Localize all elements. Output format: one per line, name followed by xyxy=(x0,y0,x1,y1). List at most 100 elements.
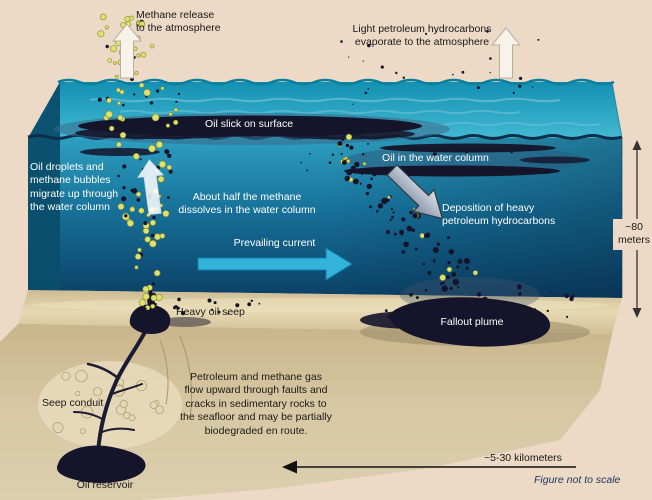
label-oil-droplets: Oil droplets and methane bubbles migrate… xyxy=(30,161,119,214)
oil-droplet xyxy=(442,281,445,285)
oil-droplet xyxy=(395,71,398,75)
oil-droplet xyxy=(346,169,353,176)
oil-droplet xyxy=(406,225,413,232)
oil-droplet xyxy=(300,161,302,164)
oil-droplet xyxy=(519,76,523,80)
oil-droplet xyxy=(348,56,350,58)
methane-bubble xyxy=(134,265,139,270)
label-depth-measure: ~80 meters xyxy=(613,219,652,250)
oil-droplet xyxy=(247,302,252,307)
methane-bubble xyxy=(136,53,141,58)
oil-droplet xyxy=(133,93,136,96)
sediment-crack xyxy=(159,339,169,405)
oil-droplet xyxy=(518,292,522,296)
oil-droplet xyxy=(235,303,240,308)
oil-droplet xyxy=(414,325,417,328)
methane-bubble xyxy=(117,101,121,106)
oil-droplet xyxy=(545,171,549,174)
label-not-to-scale: Figure not to scale xyxy=(534,474,621,486)
methane-bubble xyxy=(151,113,160,122)
oil-droplet xyxy=(386,230,390,234)
oil-droplet xyxy=(168,169,173,174)
methane-bubble xyxy=(114,75,119,79)
oil-droplet xyxy=(520,307,526,313)
oil-droplet xyxy=(412,213,418,219)
oil-droplet xyxy=(386,198,390,202)
oil-droplet xyxy=(362,60,364,62)
distance-dimension xyxy=(282,460,576,474)
oil-droplet xyxy=(152,215,156,220)
oil-droplet xyxy=(139,126,144,131)
oil-droplet xyxy=(402,76,405,79)
oil-droplet xyxy=(456,265,460,269)
methane-bubble xyxy=(139,82,145,88)
label-fallout-plume: Fallout plume xyxy=(440,316,504,328)
oil-droplet xyxy=(367,43,371,48)
methane-bubble xyxy=(157,175,165,183)
oil-droplet xyxy=(353,178,359,185)
heavy-oil-seep-graphic xyxy=(129,288,211,334)
oil-droplet xyxy=(534,308,537,311)
oil-droplet xyxy=(139,158,142,161)
oil-droplet xyxy=(465,152,468,155)
methane-bubble xyxy=(138,299,146,307)
oil-droplet xyxy=(369,205,373,209)
methane-bubble xyxy=(109,45,117,53)
seep-conduit-graphic xyxy=(73,328,148,468)
oil-droplet xyxy=(452,278,460,286)
migration-up-arrow-icon xyxy=(137,159,165,216)
methane-bubble xyxy=(149,240,157,248)
oil-droplet xyxy=(451,272,457,277)
methane-bubble xyxy=(99,13,107,21)
methane-bubble xyxy=(105,110,113,119)
oil-droplet xyxy=(207,298,212,303)
label-heavy-oil-seep: Heavy oil seep xyxy=(176,306,245,318)
methane-bubble xyxy=(150,303,156,309)
oil-droplet xyxy=(121,196,127,202)
oil-droplet xyxy=(391,215,394,219)
oil-droplet xyxy=(489,71,491,74)
oil-droplet xyxy=(506,319,510,324)
oil-droplet xyxy=(409,210,413,215)
pebble xyxy=(52,422,64,434)
oil-droplet xyxy=(377,203,384,209)
oil-droplet xyxy=(359,182,362,185)
methane-bubble xyxy=(166,164,172,170)
oil-droplet xyxy=(403,241,409,248)
pebble xyxy=(119,399,128,408)
pebble xyxy=(128,414,136,422)
oil-droplet xyxy=(393,232,397,236)
label-seep-conduit: Seep conduit xyxy=(42,397,104,409)
surface-streak xyxy=(119,109,521,115)
oil-droplet xyxy=(384,309,388,313)
oil-droplet xyxy=(463,257,470,264)
methane-bubble xyxy=(134,253,142,260)
oil-droplet xyxy=(151,282,155,286)
deposition-down-arrow-icon xyxy=(386,164,444,220)
oil-droplet xyxy=(217,310,221,314)
oil-droplet xyxy=(122,103,125,107)
oil-droplet xyxy=(544,320,546,323)
oil-droplet xyxy=(427,270,432,275)
oil-droplet xyxy=(488,319,492,322)
oil-droplet xyxy=(401,250,406,254)
methane-bubble xyxy=(148,144,156,153)
label-distance-measure: ~5-30 kilometers xyxy=(484,452,562,464)
methane-bubble xyxy=(153,269,161,277)
oil-droplet xyxy=(481,296,489,303)
methane-bubble xyxy=(117,114,124,121)
oil-droplet xyxy=(457,259,463,264)
oil-droplet xyxy=(154,303,157,306)
methane-bubble xyxy=(119,89,125,95)
pebble xyxy=(75,390,81,397)
oil-droplet xyxy=(177,297,181,302)
methane-bubble xyxy=(159,233,166,239)
oil-droplet xyxy=(425,289,428,292)
oil-droplet xyxy=(372,171,377,177)
oil-droplet xyxy=(476,303,481,307)
oil-droplet xyxy=(367,142,369,145)
oil-droplet xyxy=(122,186,126,190)
sediment-crack xyxy=(179,335,192,419)
oil-droplet xyxy=(525,310,529,314)
water-depth-shading xyxy=(28,138,622,298)
